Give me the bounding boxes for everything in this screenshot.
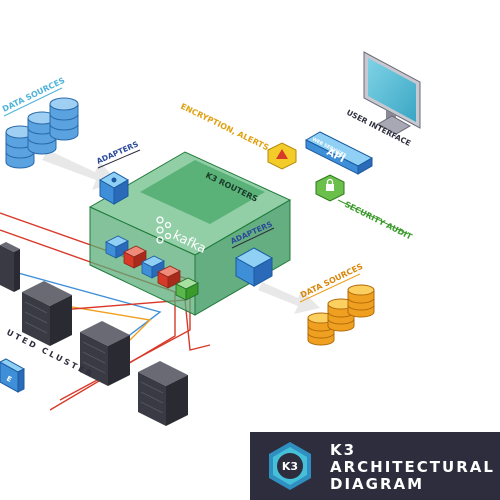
code-blocks bbox=[105, 235, 199, 301]
api-capsule bbox=[304, 131, 374, 175]
database-icon bbox=[27, 111, 57, 155]
server-icon bbox=[138, 361, 188, 426]
left-data-sources bbox=[5, 97, 79, 169]
encryption-alerts-label: ENCRYPTION, ALERTS bbox=[179, 102, 270, 153]
lock-icon bbox=[326, 184, 334, 191]
right-data-sources bbox=[307, 284, 375, 346]
brand-panel: K3 K3 ARCHITECTURAL DIAGRAM bbox=[250, 432, 500, 500]
code-icon bbox=[175, 277, 199, 301]
adapters-right-underline bbox=[231, 227, 275, 249]
kafka-logo-icon bbox=[156, 216, 172, 244]
server-icon bbox=[22, 281, 72, 346]
right-adapter-cube bbox=[234, 247, 274, 287]
code-icon bbox=[105, 235, 129, 259]
right-flow-arrow bbox=[258, 282, 320, 314]
k3-logo-icon: K3 bbox=[269, 442, 311, 490]
server-racks bbox=[0, 242, 188, 426]
title-line-2: ARCHITECTURAL bbox=[330, 458, 495, 476]
security-audit-underline bbox=[337, 199, 409, 235]
monitor-icon bbox=[363, 51, 421, 135]
left-adapter-cube bbox=[98, 171, 130, 205]
data-sources-left-underline bbox=[3, 87, 63, 117]
cluster-badge bbox=[0, 358, 26, 393]
data-sources-right-underline bbox=[299, 273, 361, 303]
warning-icon bbox=[276, 149, 288, 159]
diagram-title: K3 ARCHITECTURAL DIAGRAM bbox=[330, 442, 500, 493]
security-hex bbox=[315, 174, 345, 202]
alert-hex bbox=[267, 142, 297, 170]
database-icon bbox=[49, 97, 79, 141]
logo-text: K3 bbox=[282, 460, 298, 473]
title-line-3: DIAGRAM bbox=[330, 475, 425, 493]
security-audit-label: SECURITY AUDIT bbox=[343, 200, 414, 242]
cluster-badge-label: E bbox=[5, 375, 13, 384]
database-icon bbox=[347, 284, 375, 318]
server-icon bbox=[80, 321, 130, 386]
server-icon bbox=[0, 242, 20, 292]
title-line-1: K3 bbox=[330, 441, 357, 459]
adapters-left-underline bbox=[97, 149, 141, 169]
code-icon bbox=[157, 265, 181, 289]
